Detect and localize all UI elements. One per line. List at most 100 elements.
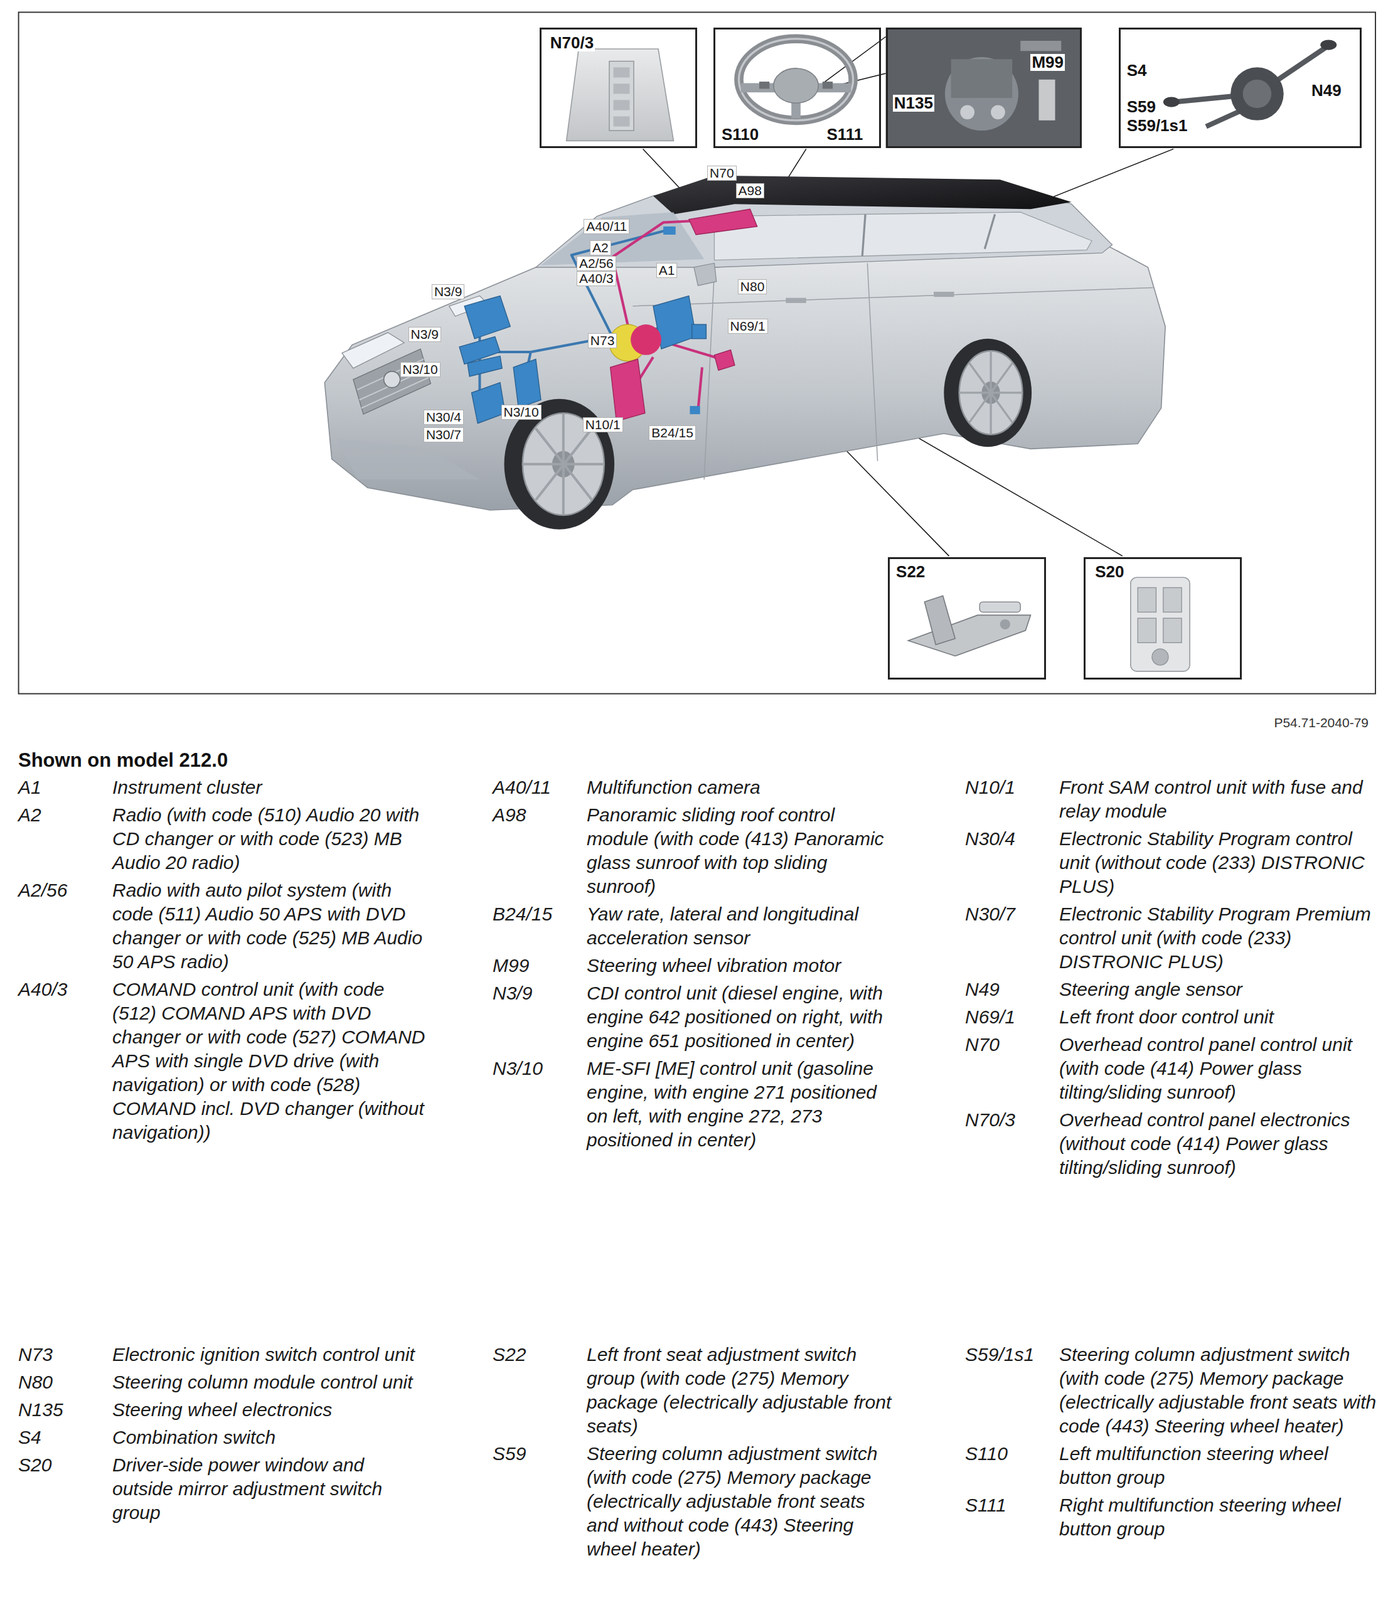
car-wheel bbox=[959, 350, 1023, 435]
part-code: N10/1 bbox=[965, 775, 1016, 800]
part-code: A40/3 bbox=[18, 977, 68, 1002]
part-code: N3/9 bbox=[492, 981, 533, 1006]
callout-label: N3/10 bbox=[400, 362, 441, 378]
part-description: Steering column adjustment switch (with … bbox=[586, 1441, 901, 1562]
callout-label: N69/1 bbox=[727, 318, 769, 334]
control-unit bbox=[459, 208, 758, 423]
seat-switch-picture bbox=[1000, 619, 1011, 630]
car-body bbox=[785, 298, 807, 304]
control-unit bbox=[513, 358, 541, 408]
control-unit bbox=[630, 324, 662, 356]
part-description: Instrument cluster bbox=[112, 775, 427, 800]
inset-box: N70/3 bbox=[539, 27, 697, 149]
inset-label: S59/1s1 bbox=[1125, 117, 1190, 135]
part-description: Driver-side power window and outside mir… bbox=[112, 1453, 427, 1525]
car-wheel bbox=[959, 350, 1023, 435]
callout-label: N3/10 bbox=[501, 404, 542, 420]
car-body bbox=[933, 291, 955, 297]
control-unit bbox=[464, 296, 511, 339]
car-body bbox=[693, 262, 717, 286]
callout-label: N10/1 bbox=[582, 417, 624, 433]
inset-backgrounds bbox=[713, 27, 881, 149]
part-description: Left front seat adjustment switch group … bbox=[586, 1342, 901, 1439]
part-code: S4 bbox=[18, 1425, 42, 1450]
part-description: COMAND control unit (with code (512) COM… bbox=[112, 977, 427, 1145]
inset-box: S110S111 bbox=[713, 27, 881, 149]
part-description: ME-SFI [ME] control unit (gasoline engin… bbox=[586, 1056, 901, 1153]
inset-backgrounds bbox=[1118, 27, 1361, 149]
window-switch-picture bbox=[1163, 618, 1182, 643]
window-switch-picture bbox=[1137, 587, 1156, 613]
part-description: Radio (with code (510) Audio 20 with CD … bbox=[112, 803, 427, 875]
overhead-panel-picture bbox=[566, 48, 674, 141]
part-code: N80 bbox=[18, 1370, 53, 1395]
wheel-electronics-picture bbox=[1038, 79, 1055, 121]
overhead-panel-picture bbox=[613, 67, 630, 78]
combination-switch-picture bbox=[1230, 67, 1284, 121]
part-code: N3/10 bbox=[492, 1056, 543, 1081]
control-unit bbox=[689, 405, 700, 415]
overhead-panel-picture bbox=[613, 116, 630, 127]
window-switch-picture bbox=[1163, 587, 1182, 613]
inset-box: M99N135 bbox=[885, 27, 1082, 149]
inset-label: S20 bbox=[1093, 563, 1126, 581]
figure-reference: P54.71-2040-79 bbox=[1273, 715, 1369, 731]
inset-label: N49 bbox=[1310, 82, 1343, 100]
overhead-panel-picture bbox=[609, 61, 634, 132]
seat-switch-picture bbox=[907, 596, 1031, 657]
part-description: Electronic Stability Program control uni… bbox=[1059, 827, 1380, 899]
car-body bbox=[632, 262, 1153, 480]
car-wheel bbox=[504, 338, 1033, 530]
part-code: A98 bbox=[492, 803, 526, 828]
part-description: Steering column adjustment switch (with … bbox=[1059, 1342, 1380, 1439]
part-description: Overhead control panel control unit (wit… bbox=[1059, 1032, 1380, 1105]
inset-box: S4N49S59S59/1s1 bbox=[1118, 27, 1362, 149]
overhead-panel-picture bbox=[613, 99, 630, 110]
inset-label: S111 bbox=[825, 126, 865, 144]
callout-label: A98 bbox=[736, 183, 765, 199]
callout-label: N3/9 bbox=[431, 284, 465, 300]
steering-wheel-picture bbox=[759, 81, 770, 89]
part-code: A2/56 bbox=[18, 878, 68, 903]
inset-label: N70/3 bbox=[549, 34, 595, 52]
callout-label: N30/4 bbox=[423, 409, 464, 425]
car-body bbox=[862, 213, 995, 257]
wheel-electronics-picture bbox=[1020, 40, 1062, 51]
seat-switch-picture bbox=[907, 614, 1031, 656]
steering-wheel-picture bbox=[822, 81, 833, 89]
inset-backgrounds bbox=[539, 27, 697, 149]
callout-label: N30/7 bbox=[423, 427, 464, 443]
part-code: S20 bbox=[18, 1453, 52, 1478]
callout-label: N3/9 bbox=[408, 326, 442, 342]
callout-label: A2 bbox=[589, 240, 612, 256]
part-code: N49 bbox=[965, 977, 1000, 1002]
car-body bbox=[324, 175, 1166, 511]
callout-label: A1 bbox=[656, 262, 678, 278]
part-description: Steering wheel vibration motor bbox=[586, 953, 901, 978]
wheel-electronics-picture bbox=[951, 58, 1013, 98]
car-wheel bbox=[943, 338, 1032, 447]
combination-switch-picture bbox=[1320, 39, 1337, 50]
car-body bbox=[336, 438, 481, 480]
control-unit bbox=[692, 324, 707, 339]
part-description: Radio with auto pilot system (with code … bbox=[112, 878, 427, 974]
callout-label: N70 bbox=[707, 165, 737, 181]
steering-wheel-picture bbox=[738, 38, 853, 121]
car-body bbox=[540, 212, 705, 266]
car-body bbox=[653, 175, 1072, 215]
car-body bbox=[353, 348, 432, 415]
part-description: Panoramic sliding roof control module (w… bbox=[586, 803, 901, 899]
inset-label: M99 bbox=[1030, 53, 1065, 71]
part-code: S59/1s1 bbox=[965, 1342, 1035, 1367]
control-unit bbox=[610, 358, 646, 422]
steering-wheel-picture bbox=[738, 38, 853, 121]
wheel-electronics-picture bbox=[990, 104, 1006, 120]
figure-frame bbox=[18, 12, 1376, 694]
window-switch-picture bbox=[1152, 648, 1169, 666]
part-code: N30/4 bbox=[965, 827, 1016, 851]
part-code: S22 bbox=[492, 1342, 526, 1367]
part-description: Steering column module control unit bbox=[112, 1370, 427, 1395]
wheel-electronics-picture bbox=[960, 104, 975, 120]
part-code: S111 bbox=[965, 1493, 1007, 1518]
part-description: Multifunction camera bbox=[586, 775, 901, 800]
